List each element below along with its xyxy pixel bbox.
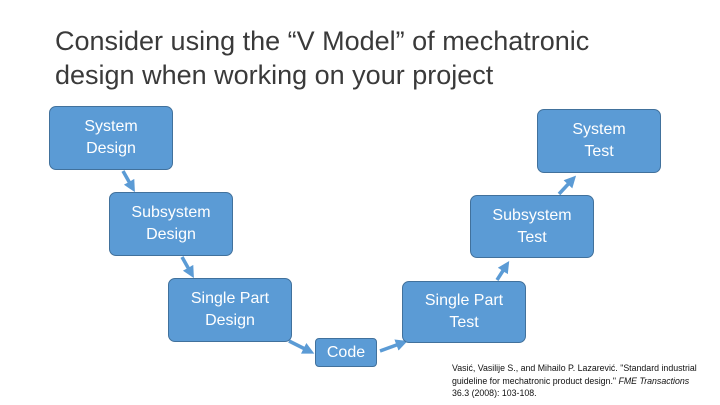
system-test-line-1: System xyxy=(572,121,626,138)
subsystem-test-line-2: Test xyxy=(517,228,547,246)
subsystem-design-line-1: Subsystem xyxy=(131,204,211,221)
single-part-test-box: Single Part Test xyxy=(402,281,526,343)
arrow-system-design-to-subsystem-design xyxy=(121,170,135,193)
slide-title: Consider using the “V Model” of mechatro… xyxy=(55,24,695,92)
citation-journal: FME Transactions xyxy=(618,375,690,386)
code-box: Code xyxy=(315,338,377,367)
system-design-line-1: System xyxy=(84,118,138,135)
single-part-design-line-2: Design xyxy=(205,312,255,329)
system-design-line-2: Design xyxy=(86,140,136,157)
subsystem-test-box: Subsystem Test xyxy=(470,195,594,258)
arrow-code-to-single-part-test xyxy=(379,339,408,353)
citation: Vasić, Vasilije S., and Mihailo P. Lazar… xyxy=(452,362,714,400)
citation-authors-title: Vasić, Vasilije S., and Mihailo P. Lazar… xyxy=(452,363,697,386)
system-design-box: System Design xyxy=(49,106,173,170)
arrow-subsystem-design-to-single-part-design xyxy=(180,256,194,279)
arrow-single-part-design-to-code xyxy=(288,339,315,354)
single-part-test-line-2: Test xyxy=(449,314,479,331)
system-test-box: System Test xyxy=(537,109,661,173)
subsystem-design-line-2: Design xyxy=(146,226,196,243)
arrow-subsystem-test-to-system-test xyxy=(557,175,577,196)
slide-title-line-2: design when working on your project xyxy=(55,60,494,90)
code-label: Code xyxy=(326,343,366,361)
subsystem-design-box: Subsystem Design xyxy=(109,192,233,256)
single-part-design-line-1: Single Part xyxy=(190,290,270,307)
slide-title-line-1: Consider using the “V Model” of mechatro… xyxy=(55,26,590,56)
single-part-test-line-1: Single Part xyxy=(424,292,504,309)
single-part-design-box: Single Part Design xyxy=(168,278,292,342)
arrow-single-part-test-to-subsystem-test xyxy=(495,260,510,281)
subsystem-test-line-1: Subsystem xyxy=(492,206,572,224)
system-test-line-2: Test xyxy=(584,143,614,160)
citation-details: 36.3 (2008): 103-108. xyxy=(452,388,537,399)
